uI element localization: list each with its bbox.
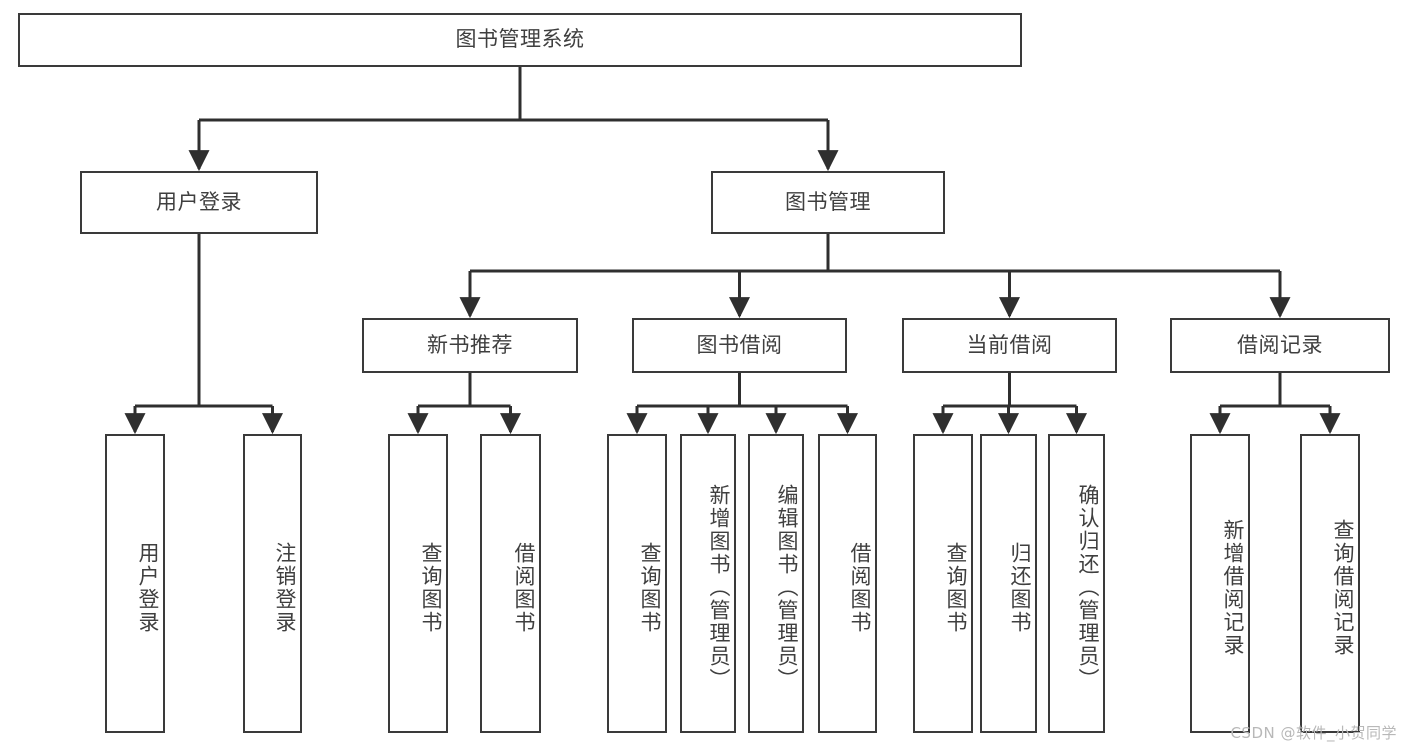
node-root[interactable]: 图书管理系统 <box>18 13 1022 67</box>
node-n-newbook[interactable]: 新书推荐 <box>362 318 578 373</box>
node-n-borrow[interactable]: 图书借阅 <box>632 318 847 373</box>
node-l-bbook1[interactable]: 借阅图书 <box>480 434 541 733</box>
node-l-confirm[interactable]: 确认归还（管理员） <box>1048 434 1105 733</box>
node-label: 编辑图书（管理员） <box>775 484 799 691</box>
node-label: 用户登录 <box>156 189 242 214</box>
node-n-record[interactable]: 借阅记录 <box>1170 318 1390 373</box>
node-label: 借阅图书 <box>848 541 872 634</box>
node-label: 新增借阅记录 <box>1221 518 1245 657</box>
node-l-editbook[interactable]: 编辑图书（管理员） <box>748 434 804 733</box>
node-label: 图书管理 <box>785 189 871 214</box>
node-l-qrec[interactable]: 查询借阅记录 <box>1300 434 1360 733</box>
node-label: 借阅图书 <box>512 541 536 634</box>
node-n-manage[interactable]: 图书管理 <box>711 171 945 234</box>
node-l-bbook2[interactable]: 借阅图书 <box>818 434 877 733</box>
node-label: 查询图书 <box>638 541 662 634</box>
node-n-login[interactable]: 用户登录 <box>80 171 318 234</box>
node-label: 归还图书 <box>1008 541 1032 634</box>
node-l-logout[interactable]: 注销登录 <box>243 434 302 733</box>
node-label: 用户登录 <box>136 541 160 634</box>
node-label: 图书管理系统 <box>455 27 585 52</box>
node-label: 新增图书（管理员） <box>707 484 731 691</box>
node-l-addbook[interactable]: 新增图书（管理员） <box>680 434 736 733</box>
node-label: 借阅记录 <box>1237 332 1323 357</box>
node-l-addrec[interactable]: 新增借阅记录 <box>1190 434 1250 733</box>
node-label: 注销登录 <box>273 541 297 634</box>
node-label: 查询图书 <box>419 541 443 634</box>
node-l-userlogin[interactable]: 用户登录 <box>105 434 165 733</box>
node-label: 图书借阅 <box>696 332 783 357</box>
node-l-return[interactable]: 归还图书 <box>980 434 1037 733</box>
node-n-current[interactable]: 当前借阅 <box>902 318 1117 373</box>
node-label: 查询借阅记录 <box>1331 518 1355 657</box>
node-label: 当前借阅 <box>966 332 1053 357</box>
node-label: 确认归还（管理员） <box>1076 484 1100 691</box>
node-l-qbook1[interactable]: 查询图书 <box>388 434 448 733</box>
node-l-qbook3[interactable]: 查询图书 <box>913 434 973 733</box>
node-l-qbook2[interactable]: 查询图书 <box>607 434 667 733</box>
node-label: 查询图书 <box>944 541 968 634</box>
node-label: 新书推荐 <box>427 332 513 357</box>
